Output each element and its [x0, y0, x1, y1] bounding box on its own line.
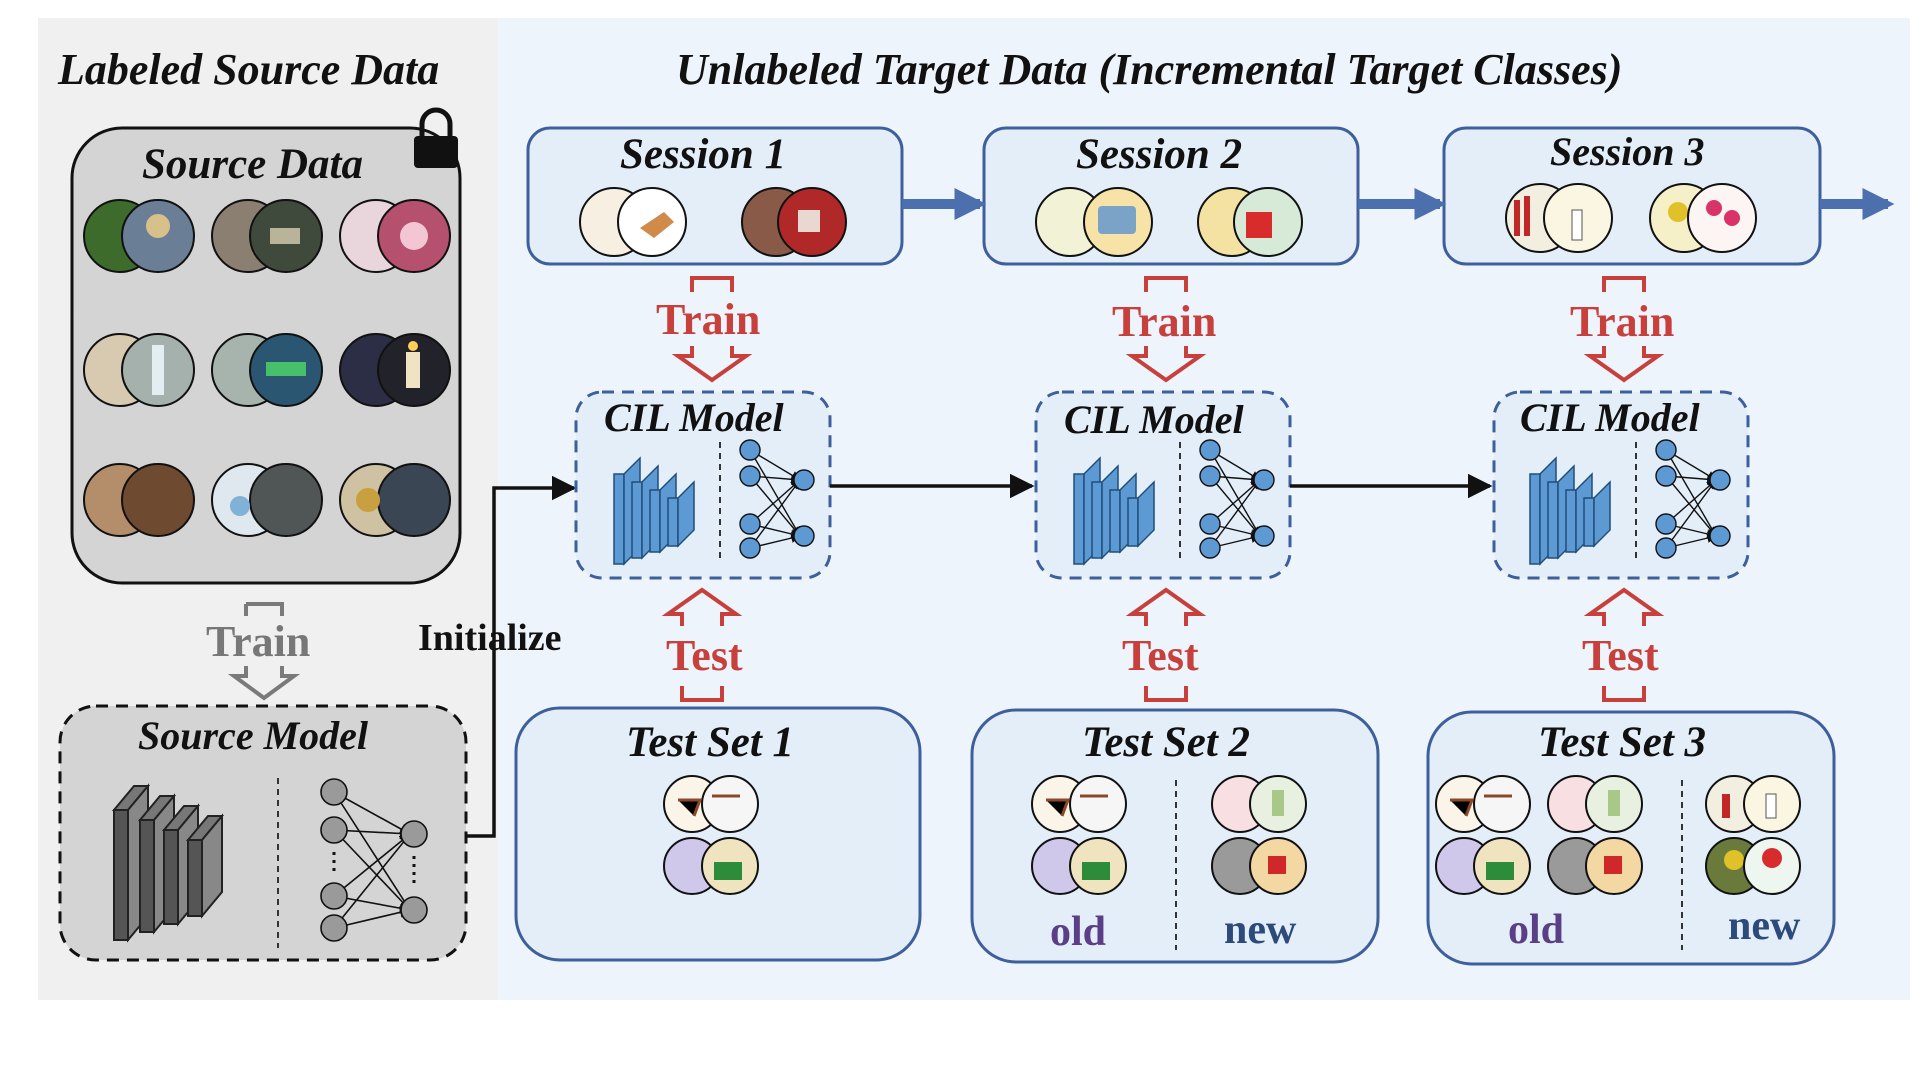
source-train-label: Train: [206, 617, 311, 666]
cnn-layers-icon: [1529, 456, 1611, 566]
test-arrow: [1583, 587, 1665, 626]
session-1-test-label: Test: [666, 631, 743, 680]
thumbnail-image: [1197, 187, 1303, 257]
source-panel-heading: Labeled Source Data: [58, 45, 440, 94]
cil-model-3: [1492, 390, 1750, 580]
thumbnail-image: [1705, 837, 1801, 895]
thumbnail-image: [1211, 775, 1307, 833]
train-arrow: [1144, 276, 1188, 292]
neural-network-icon: [320, 778, 428, 942]
session-3-title: Session 3: [1550, 129, 1705, 174]
thumbnail-image: [1505, 183, 1613, 253]
target-panel-heading: Unlabeled Target Data (Incremental Targe…: [676, 45, 1623, 94]
test-set-1-title: Test Set 1: [626, 719, 795, 766]
thumbnail-image: [211, 333, 323, 407]
source-thumbnails: [83, 199, 451, 537]
cil-model-1: [574, 390, 832, 580]
thumbnail-image: [339, 333, 451, 407]
thumbnail-image: [339, 463, 451, 537]
session-2-train-label: Train: [1112, 297, 1217, 346]
thumbnail-image: [211, 463, 323, 537]
lock-icon: [414, 107, 458, 168]
thumbnail-image: [339, 199, 451, 273]
thumbnail-image: [1547, 775, 1643, 833]
cil-model-2-title: CIL Model: [1064, 397, 1244, 442]
source-model-title: Source Model: [138, 713, 368, 758]
thumbnail-image: [83, 463, 195, 537]
test-set-1-box: [514, 706, 922, 962]
thumbnail-image: [663, 775, 759, 833]
cnn-layers-icon: [111, 783, 225, 943]
source-box-title: Source Data: [142, 141, 363, 188]
cnn-layers-icon: [613, 456, 695, 566]
train-arrow: [690, 276, 734, 292]
thumbnail-image: [663, 837, 759, 895]
thumbnail-image: [1705, 775, 1801, 833]
test-set-3-old-label: old: [1508, 907, 1565, 953]
thumbnail-image: [211, 199, 323, 273]
cil-model-3-title: CIL Model: [1520, 395, 1700, 440]
thumbnail-image: [1031, 775, 1127, 833]
test-set-2-title: Test Set 2: [1082, 719, 1251, 766]
test-set-3-new-label: new: [1728, 903, 1801, 949]
train-arrow: [1602, 276, 1646, 292]
session-3-test-label: Test: [1582, 631, 1659, 680]
thumbnail-image: [1649, 183, 1757, 253]
test-set-3-title: Test Set 3: [1538, 719, 1707, 766]
thumbnail-image: [83, 333, 195, 407]
test-set-2-new-label: new: [1224, 907, 1297, 953]
session-2-test-label: Test: [1122, 631, 1199, 680]
cil-model-2: [1034, 390, 1292, 580]
thumbnail-image: [1031, 837, 1127, 895]
thumbnail-image: [1035, 187, 1153, 257]
test-arrow: [1125, 587, 1207, 626]
neural-network-icon: [739, 439, 815, 559]
session-1-title: Session 1: [620, 131, 787, 178]
thumbnail-image: [83, 199, 195, 273]
initialize-label: Initialize: [418, 617, 562, 659]
thumbnail-image: [1435, 775, 1531, 833]
test-set-3-box: [1426, 710, 1836, 966]
thumbnail-image: [1435, 837, 1531, 895]
session-2-title: Session 2: [1076, 131, 1243, 178]
thumbnail-image: [741, 187, 847, 257]
initialize-arrow: [466, 475, 577, 838]
neural-network-icon: [1655, 439, 1731, 559]
session-1-train-label: Train: [656, 295, 761, 344]
thumbnail-image: [1211, 837, 1307, 895]
session-3-train-label: Train: [1570, 297, 1675, 346]
thumbnail-image: [579, 187, 687, 257]
source-train-arrow: [244, 602, 284, 616]
thumbnail-image: [1547, 837, 1643, 895]
cil-model-1-title: CIL Model: [604, 395, 784, 440]
test-set-2-old-label: old: [1050, 909, 1107, 955]
neural-network-icon: [1199, 439, 1275, 559]
test-arrow: [661, 587, 743, 626]
cnn-layers-icon: [1073, 456, 1155, 566]
